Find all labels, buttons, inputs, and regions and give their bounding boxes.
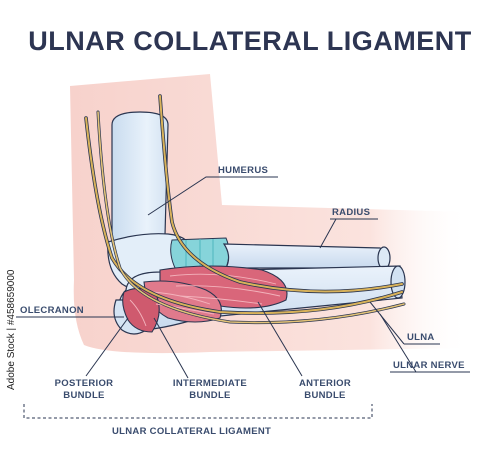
label-posterior-bundle: POSTERIOR BUNDLE: [34, 378, 134, 402]
label-ulnar-nerve: ULNAR NERVE: [393, 360, 465, 371]
leader-posterior: [85, 317, 129, 377]
label-humerus: HUMERUS: [218, 165, 269, 176]
intermediate-bundle-line-1: INTERMEDIATE: [172, 378, 248, 389]
leader-intermediate: [153, 317, 189, 379]
intermediate-bundle-line-2: BUNDLE: [189, 390, 231, 401]
label-intermediate-bundle: INTERMEDIATE BUNDLE: [150, 378, 270, 402]
leader-ulna: [369, 301, 405, 345]
diagram-title: ULNAR COLLATERAL LIGAMENT: [28, 26, 472, 56]
posterior-bundle-line-2: BUNDLE: [63, 390, 105, 401]
label-radius: RADIUS: [332, 207, 371, 218]
label-group: ULNAR COLLATERAL LIGAMENT: [112, 426, 272, 437]
leader-nerve: [379, 313, 417, 373]
radius-bone: [222, 243, 390, 269]
stock-id-side: Adobe Stock | #458659000: [6, 269, 17, 390]
label-anterior-bundle: ANTERIOR BUNDLE: [280, 378, 370, 402]
anterior-bundle-line-1: ANTERIOR: [298, 378, 351, 389]
label-olecranon: OLECRANON: [20, 305, 84, 316]
anterior-bundle-line-2: BUNDLE: [304, 390, 346, 401]
group-bracket: [23, 404, 373, 419]
leader-anterior: [257, 301, 303, 377]
label-ulna: ULNA: [407, 332, 435, 343]
posterior-bundle-line-1: POSTERIOR: [54, 378, 114, 389]
